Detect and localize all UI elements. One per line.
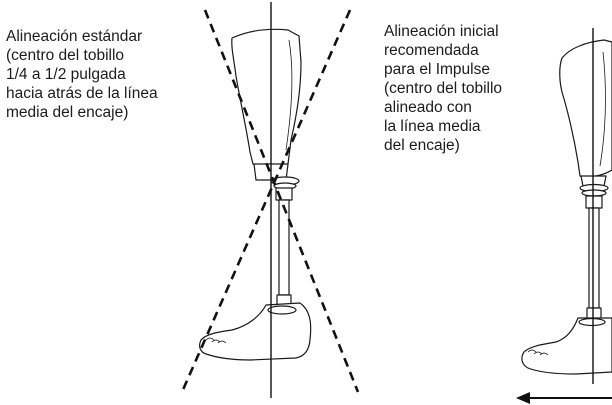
right-socket-shade <box>599 51 606 167</box>
standard-alignment-caption: Alineación estándar (centro del tobillo … <box>6 28 158 121</box>
right-pylon <box>588 207 600 309</box>
left-socket-shade <box>285 39 293 151</box>
left-foot <box>199 302 312 361</box>
dashed-line-right-to-left <box>180 9 352 393</box>
right-foot <box>521 317 612 375</box>
right-prosthesis-drawing <box>521 39 612 375</box>
right-clamp <box>585 195 603 209</box>
dashed-line-left-to-right <box>203 9 360 393</box>
recommended-alignment-caption: Alineación inicial recomendada para el I… <box>384 23 503 154</box>
left-arrow-icon <box>516 392 612 404</box>
left-pylon <box>278 199 290 296</box>
left-prosthesis-drawing <box>199 28 312 361</box>
